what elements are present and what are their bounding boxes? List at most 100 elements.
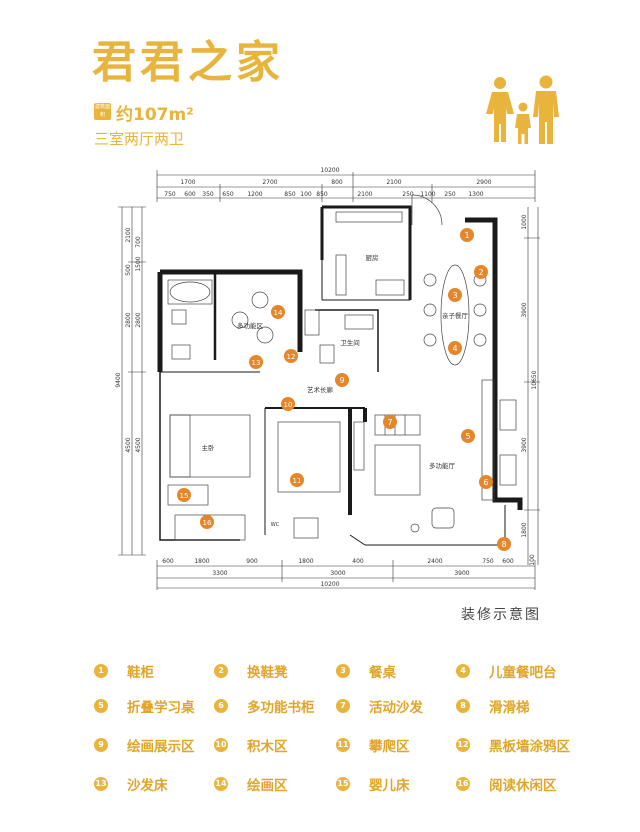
dim-bot-2: 1800 (194, 558, 209, 565)
legend-num: 15 (336, 777, 350, 791)
dim-top2-3: 350 (202, 191, 214, 198)
svg-text:9: 9 (339, 376, 344, 385)
dim-bot-8: 600 (502, 558, 514, 565)
svg-text:16: 16 (203, 519, 212, 527)
dim-bot2-1: 3300 (212, 570, 227, 577)
marker-9: 9 (335, 373, 349, 387)
svg-text:12: 12 (287, 353, 296, 361)
legend-num: 2 (214, 664, 228, 678)
marker-12: 12 (284, 349, 298, 363)
dim-right-1: 1000 (521, 214, 528, 229)
legend-num: 16 (456, 777, 470, 791)
legend-num: 10 (214, 738, 228, 752)
dim-top2-9: 2100 (357, 191, 372, 198)
marker-13: 13 (249, 355, 263, 369)
dim-left-1: 2100 (125, 227, 132, 242)
dim-top2-4: 650 (222, 191, 234, 198)
room-master: 主卧 (202, 443, 216, 452)
dim-left-total: 9400 (115, 372, 122, 387)
legend-label: 攀爬区 (369, 739, 410, 755)
dim-right-5: 100 (529, 554, 536, 566)
legend-item: 9 绘画展示区 (94, 734, 195, 756)
marker-11: 11 (290, 473, 304, 487)
area-value: 约107m² (116, 105, 194, 125)
legend-item: 2 换鞋凳 (214, 660, 288, 682)
dim-top2-13: 1300 (468, 191, 483, 198)
legend-label: 婴儿床 (369, 778, 410, 794)
legend-label: 多功能书柜 (247, 700, 315, 716)
dim-left2-3: 2800 (135, 312, 142, 327)
legend-num: 14 (214, 777, 228, 791)
marker-5: 5 (461, 429, 475, 443)
legend-label: 折叠学习桌 (127, 700, 195, 716)
dim-top2-11: 1100 (420, 191, 435, 198)
legend-num: 11 (336, 738, 350, 752)
legend-num: 4 (456, 664, 470, 678)
svg-text:10: 10 (284, 401, 293, 409)
svg-text:5: 5 (465, 432, 470, 441)
legend-label: 换鞋凳 (247, 665, 288, 681)
room-living: 多功能厅 (429, 461, 456, 470)
floor-plan: 10200 1700 2700 800 2100 2900 750 600 35… (115, 167, 540, 590)
marker-3: 3 (448, 288, 462, 302)
dim-bot2-2: 3000 (330, 570, 345, 577)
dim-right-total: 10650 (531, 370, 538, 389)
plan-markers: 1 2 3 4 5 6 7 8 9 10 11 12 13 14 15 16 (177, 228, 511, 551)
dim-top2-12: 250 (444, 191, 456, 198)
dim-top2-2: 600 (184, 191, 196, 198)
legend-item: 5 折叠学习桌 (94, 695, 195, 717)
dim-left2-2: 1500 (135, 256, 142, 271)
legend-num: 9 (94, 738, 108, 752)
dim-top2-1: 750 (164, 191, 176, 198)
dim-bot-4: 1800 (298, 558, 313, 565)
svg-text:2: 2 (478, 268, 483, 277)
marker-1: 1 (460, 228, 474, 242)
marker-2: 2 (474, 265, 488, 279)
dim-top2-5: 1200 (247, 191, 262, 198)
room-dining: 亲子餐厅 (442, 311, 469, 320)
legend-label: 沙发床 (127, 778, 168, 794)
marker-8: 8 (497, 537, 511, 551)
dim-top2-7: 100 (300, 191, 312, 198)
legend-num: 1 (94, 664, 108, 678)
legend-num: 7 (336, 699, 350, 713)
svg-text:11: 11 (293, 477, 302, 485)
legend-label: 黑板墙涂鸦区 (489, 739, 570, 755)
dim-right-4: 1800 (521, 522, 528, 537)
family-icon (486, 75, 559, 144)
legend-label: 绘画展示区 (127, 739, 195, 755)
svg-text:7: 7 (387, 418, 392, 427)
legend-num: 3 (336, 664, 350, 678)
legend-num: 6 (214, 699, 228, 713)
dim-top2-8: 850 (316, 191, 328, 198)
legend-label: 鞋柜 (127, 665, 154, 681)
layout-type: 三室两厅两卫 (94, 130, 185, 148)
dim-right-3: 3900 (521, 437, 528, 452)
room-wc: WC (271, 522, 280, 528)
legend-label: 绘画区 (247, 778, 288, 794)
dim-bot2-3: 3900 (454, 570, 469, 577)
legend-item: 3 餐桌 (336, 660, 396, 682)
dim-top-3: 800 (331, 179, 343, 186)
legend-item: 15 婴儿床 (336, 773, 410, 795)
legend-label: 阅读休闲区 (489, 778, 557, 794)
svg-text:14: 14 (274, 309, 283, 317)
legend-item: 12 黑板墙涂鸦区 (456, 734, 570, 756)
legend-label: 餐桌 (369, 665, 396, 681)
dim-left-4: 4500 (125, 437, 132, 452)
page-title: 君君之家 (92, 37, 284, 88)
svg-text:13: 13 (252, 359, 261, 367)
svg-text:1: 1 (464, 231, 469, 240)
legend-label: 积木区 (247, 739, 288, 755)
legend-num: 12 (456, 738, 470, 752)
dim-top-5: 2900 (476, 179, 491, 186)
legend-num: 5 (94, 699, 108, 713)
svg-text:4: 4 (452, 344, 457, 353)
dim-left-3: 2800 (125, 312, 132, 327)
dim-bot-5: 400 (352, 558, 364, 565)
marker-4: 4 (448, 341, 462, 355)
plan-caption: 装修示意图 (461, 607, 541, 623)
